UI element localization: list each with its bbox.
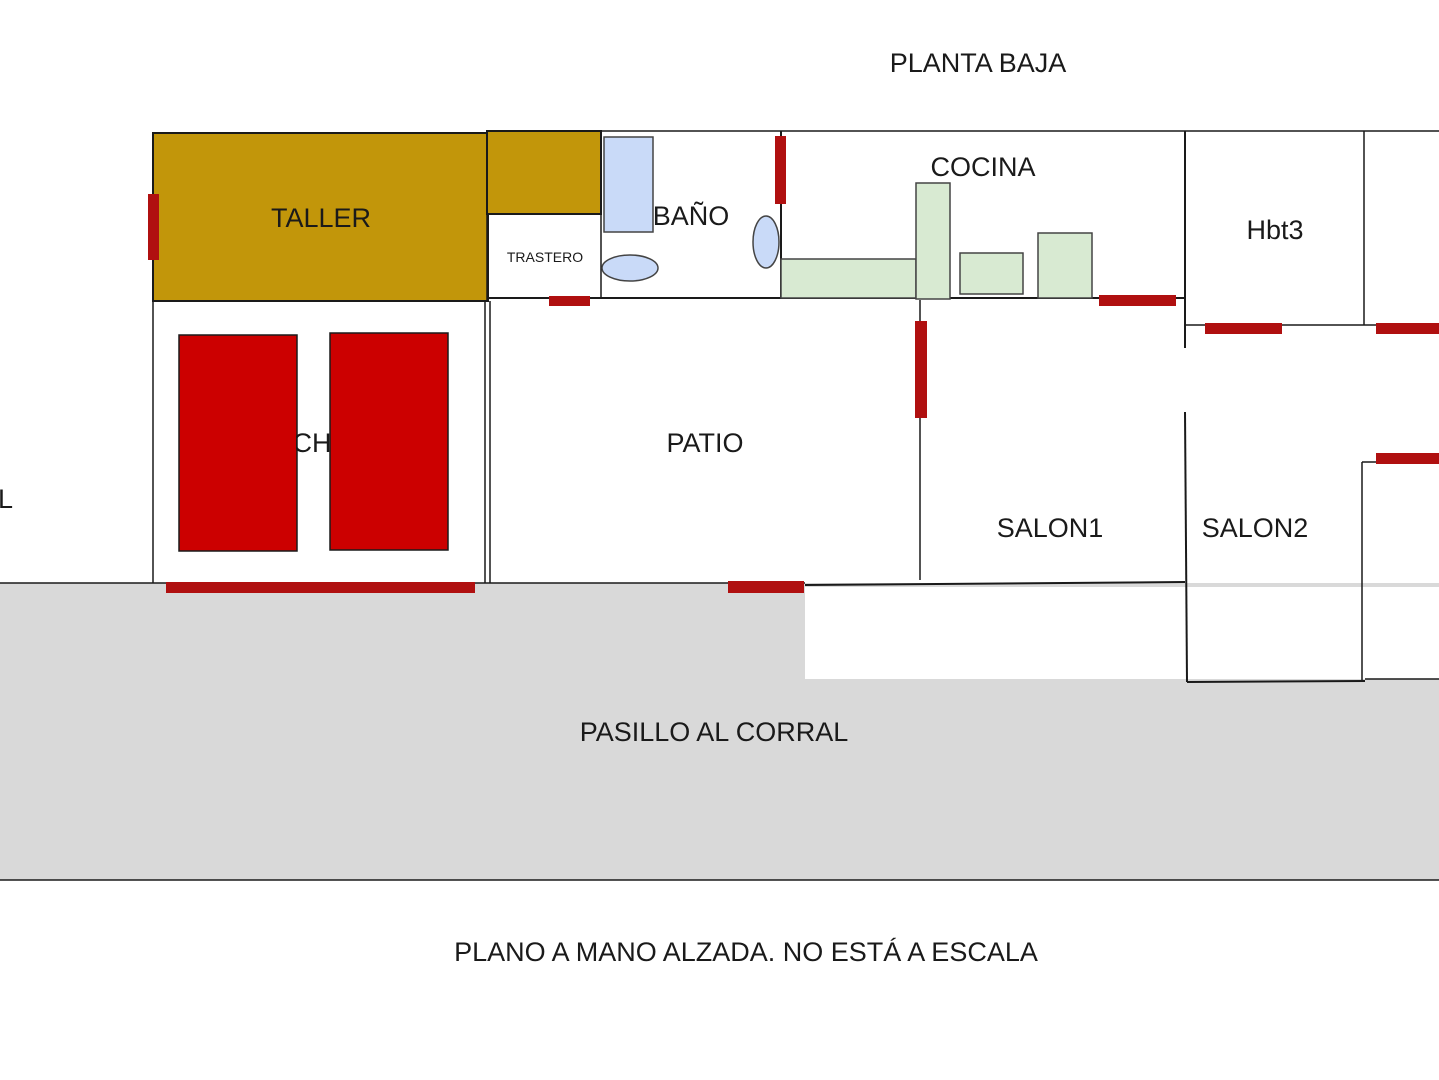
kitchen-units [780,182,1093,300]
room-label-bano: BAÑO [653,200,730,231]
room-label-patio: PATIO [666,428,743,458]
door-right [1376,453,1439,464]
sink-icon [752,215,780,269]
plan-title: PLANTA BAJA [890,48,1067,78]
doors [148,136,1439,593]
workshop-area [152,130,602,302]
garage-cars-cover [180,334,447,550]
plan-note: PLANO A MANO ALZADA. NO ESTÁ A ESCALA [454,937,1038,967]
door-salon1 [915,321,927,418]
labels: PLANTA BAJA TALLER TRASTERO BAÑO COCINA … [0,48,1308,967]
room-label-left-edge: L [0,484,13,514]
room-label-salon2: SALON2 [1202,513,1309,543]
area-label-pasillo: PASILLO AL CORRAL [580,717,849,747]
room-label-trastero: TRASTERO [507,249,583,265]
door-hbt3 [1205,323,1282,334]
room-label-hbt3: Hbt3 [1246,215,1303,245]
room-label-salon1: SALON1 [997,513,1104,543]
room-label-cocina: COCINA [930,152,1035,182]
room-label-taller: TALLER [271,203,371,233]
bathtub-icon [603,136,654,233]
door-cocina [1099,295,1176,306]
door-patio [728,581,804,593]
room-label-cochera-partial: CH [293,428,332,458]
corridor-area [0,583,1439,880]
door-hbt-right [1376,323,1439,334]
door-garage [166,582,475,593]
bathroom-fixtures [601,136,780,282]
toilet-icon [601,254,659,282]
door-trastero [549,296,590,306]
door-taller [148,194,159,260]
door-bano [775,136,786,204]
